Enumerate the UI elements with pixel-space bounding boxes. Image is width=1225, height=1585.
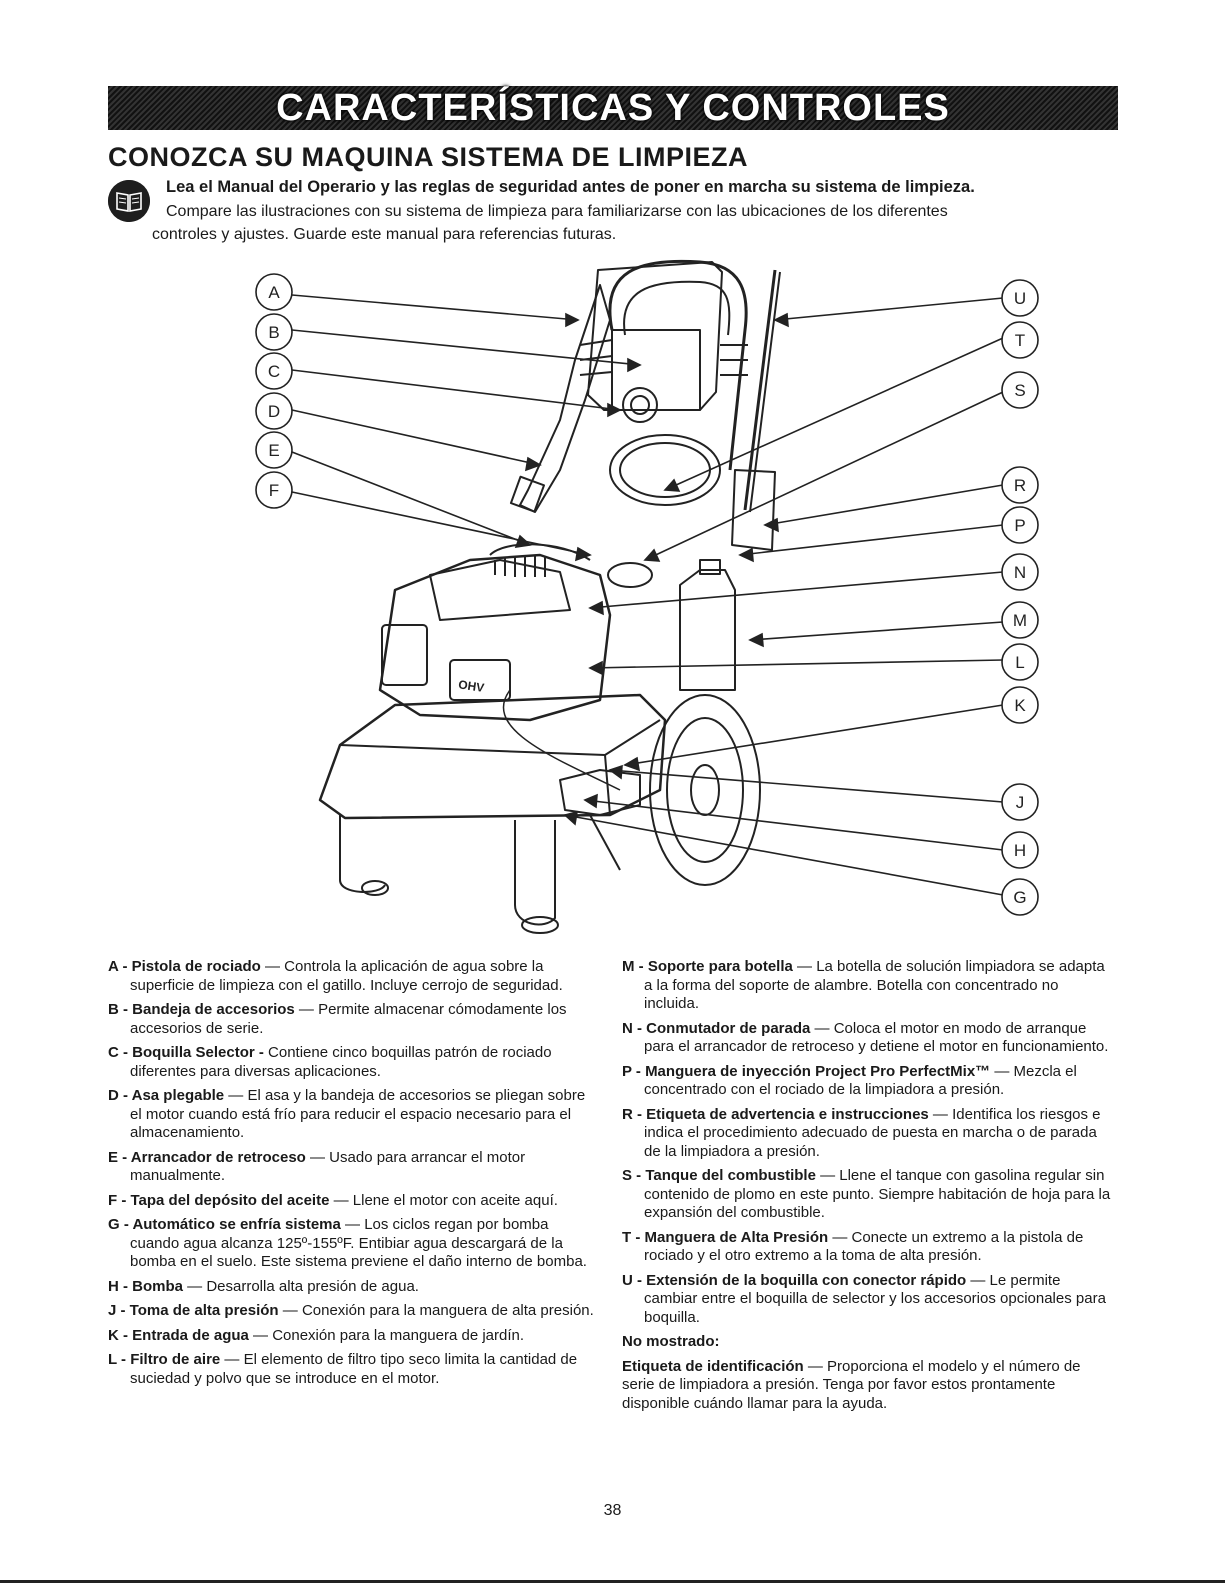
section-banner: CARACTERÍSTICAS Y CONTROLES <box>108 86 1118 130</box>
callout-n: N <box>1001 553 1039 591</box>
callout-h-label: H <box>1014 841 1026 860</box>
callout-b-label: B <box>268 323 279 342</box>
banner-title: CARACTERÍSTICAS Y CONTROLES <box>276 86 950 129</box>
callout-c: C <box>255 352 293 390</box>
engine-badge-text: OHV <box>457 677 485 694</box>
callout-h: H <box>1001 831 1039 869</box>
callout-t: T <box>1001 321 1039 359</box>
callout-l-label: L <box>1015 653 1024 672</box>
callout-d-label: D <box>268 402 280 421</box>
manual-book-icon <box>108 180 150 222</box>
callout-l: L <box>1001 643 1039 681</box>
callout-t-label: T <box>1015 331 1025 350</box>
item-a: A - Pistola de rociado — Controla la apl… <box>108 958 563 994</box>
not-shown-heading: No mostrado: <box>622 1333 720 1350</box>
descriptions-right-column: M - Soporte para botella — La botella de… <box>622 958 1117 1413</box>
callout-f: F <box>255 471 293 509</box>
callout-k: K <box>1001 686 1039 724</box>
callouts-left: A B C D E F <box>255 273 293 509</box>
machine-illustration: OHV <box>255 259 1039 934</box>
item-b: B - Bandeja de accesorios — Permite alma… <box>108 1001 567 1037</box>
pressure-washer-diagram: OHV <box>0 250 1225 950</box>
callout-b: B <box>255 313 293 351</box>
item-f: F - Tapa del depósito del aceite — Llene… <box>108 1191 558 1209</box>
callout-u-label: U <box>1014 289 1026 308</box>
item-n: N - Conmutador de parada — Coloca el mot… <box>622 1019 1109 1056</box>
callout-e-label: E <box>268 441 279 460</box>
item-p: P - Manguera de inyección Project Pro Pe… <box>622 1062 1077 1099</box>
item-t: T - Manguera de Alta Presión — Conecte u… <box>622 1228 1084 1265</box>
callout-k-label: K <box>1014 696 1026 715</box>
item-s: S - Tanque del combustible — Llene el ta… <box>622 1167 1111 1221</box>
callout-u: U <box>1001 279 1039 317</box>
callout-s: S <box>1001 371 1039 409</box>
item-j: J - Toma de alta presión — Conexión para… <box>108 1302 594 1319</box>
callout-p: P <box>1001 506 1039 544</box>
callout-a-label: A <box>268 283 280 302</box>
item-id-label: Etiqueta de identificación — Proporciona… <box>622 1357 1081 1412</box>
callout-j-label: J <box>1016 793 1025 812</box>
callouts-right: U T S R P N M L K J H G <box>1001 279 1039 916</box>
callout-a: A <box>255 273 293 311</box>
callout-e: E <box>255 431 293 469</box>
callout-r: R <box>1001 466 1039 504</box>
item-k: K - Entrada de agua — Conexión para la m… <box>108 1326 525 1344</box>
item-l: L - Filtro de aire — El elemento de filt… <box>108 1351 578 1387</box>
item-r: R - Etiqueta de advertencia e instruccio… <box>622 1105 1101 1160</box>
descriptions-left-column: A - Pistola de rociado — Controla la apl… <box>108 958 598 1394</box>
callout-r-label: R <box>1014 476 1026 495</box>
page-number: 38 <box>603 1502 622 1519</box>
callout-m-label: M <box>1013 611 1027 630</box>
bottom-rule <box>0 1580 1225 1583</box>
callout-f-label: F <box>269 481 279 500</box>
item-e: E - Arrancador de retroceso — Usado para… <box>108 1148 526 1185</box>
item-u: U - Extensión de la boquilla con conecto… <box>622 1271 1106 1326</box>
callout-c-label: C <box>268 362 280 381</box>
callout-g: G <box>1001 878 1039 916</box>
callout-n-label: N <box>1014 563 1026 582</box>
callout-g-label: G <box>1013 888 1026 907</box>
intro-line-1: Compare las ilustraciones con su sistema… <box>166 203 948 220</box>
intro-warning: Lea el Manual del Operario y las reglas … <box>166 178 975 196</box>
item-m: M - Soporte para botella — La botella de… <box>622 958 1105 1012</box>
callout-s-label: S <box>1014 381 1025 400</box>
item-d: D - Asa plegable — El asa y la bandeja d… <box>108 1087 586 1141</box>
item-g: G - Automático se enfría sistema — Los c… <box>108 1216 587 1270</box>
callout-m: M <box>1001 601 1039 639</box>
callout-p-label: P <box>1014 516 1025 535</box>
page-subtitle: CONOZCA SU MAQUINA SISTEMA DE LIMPIEZA <box>108 142 748 172</box>
callout-j: J <box>1001 783 1039 821</box>
callout-d: D <box>255 392 293 430</box>
intro-line-2: controles y ajustes. Guarde este manual … <box>152 226 617 243</box>
intro-text: Compare las ilustraciones con su sistema… <box>152 200 1066 246</box>
item-c: C - Boquilla Selector - Contiene cinco b… <box>108 1044 552 1080</box>
item-h: H - Bomba — Desarrolla alta presión de a… <box>108 1277 419 1295</box>
